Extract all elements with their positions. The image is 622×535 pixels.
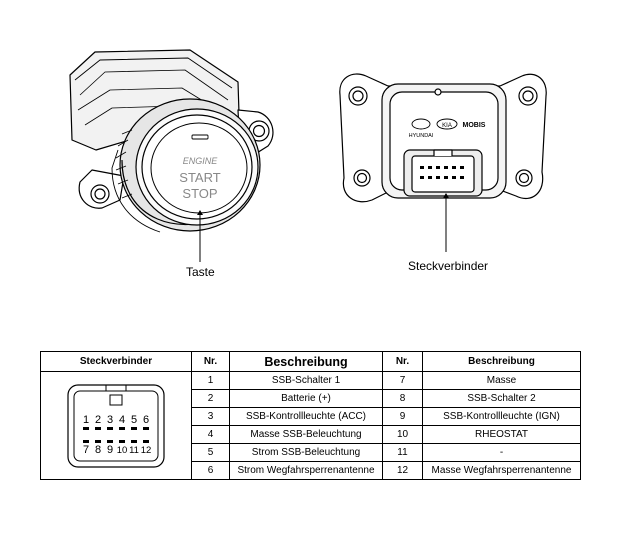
pin-label: 9: [107, 444, 113, 456]
callout-taste: Taste: [186, 265, 215, 279]
pin-description: Strom SSB-Beleuchtung: [229, 443, 383, 462]
pin-marker: [95, 426, 101, 430]
pin-label: 8: [95, 444, 101, 456]
pin-number: 2: [191, 389, 230, 408]
header-desc-right: Beschreibung: [422, 351, 581, 372]
pin-number: 5: [191, 443, 230, 462]
pin-number: 1: [191, 371, 230, 390]
pin-label: 4: [119, 414, 125, 426]
pin-number: 12: [382, 461, 423, 480]
connector-side-drawing: [339, 73, 547, 203]
pin-marker: [83, 439, 89, 443]
pin-description: SSB-Schalter 2: [422, 389, 581, 408]
pin-number: 4: [191, 425, 230, 444]
pin-label: 3: [107, 414, 113, 426]
pin-marker: [143, 439, 149, 443]
pin-number: 8: [382, 389, 423, 408]
pin-description: Strom Wegfahrsperrenantenne: [229, 461, 383, 480]
table-row: 2 Batterie (+) 8 SSB-Schalter 2: [41, 389, 581, 408]
pin-number: 9: [382, 407, 423, 426]
header-desc-left: Beschreibung: [229, 351, 383, 372]
pin-label: 6: [143, 414, 149, 426]
pin-label: 2: [95, 414, 101, 426]
pin-marker: [131, 439, 137, 443]
component-illustration: ENGINE START STOP KIA MOBIS H: [69, 49, 547, 262]
callout-steckverbinder: Steckverbinder: [408, 259, 489, 273]
header-nr-left: Nr.: [191, 351, 230, 372]
pin-description: Masse: [422, 371, 581, 390]
pin-marker: [131, 426, 137, 430]
pin-number: 7: [382, 371, 423, 390]
pin-label: 5: [131, 414, 137, 426]
header-connector: Steckverbinder: [40, 351, 192, 372]
table-row: 3 SSB-Kontrollleuchte (ACC) 9 SSB-Kontro…: [41, 407, 581, 426]
pin-label: 12: [141, 445, 152, 456]
pin-description: SSB-Schalter 1: [229, 371, 383, 390]
pin-number: 6: [191, 461, 230, 480]
pin-label: 7: [83, 444, 89, 456]
switch-text-engine: ENGINE: [183, 156, 219, 166]
pin-marker: [119, 439, 125, 443]
pin-assignment-table: Steckverbinder Nr. Beschreibung Nr. Besc…: [40, 351, 581, 480]
pin-description: Masse Wegfahrsperrenantenne: [422, 461, 581, 480]
pin-description: SSB-Kontrollleuchte (ACC): [229, 407, 383, 426]
pin-description: SSB-Kontrollleuchte (IGN): [422, 407, 581, 426]
pin-marker: [143, 426, 149, 430]
pin-marker: [119, 426, 125, 430]
pin-marker: [107, 426, 113, 430]
pin-label: 10: [117, 445, 128, 456]
table-row: 6 Strom Wegfahrsperrenantenne 12 Masse W…: [41, 461, 581, 480]
pin-label: 11: [129, 445, 139, 456]
pin-number: 10: [382, 425, 423, 444]
pin-marker: [83, 426, 89, 430]
pin-marker: [95, 439, 101, 443]
table-row: 4 Masse SSB-Beleuchtung 10 RHEOSTAT: [41, 425, 581, 444]
pin-number: 11: [382, 443, 423, 462]
table-header-row: Steckverbinder Nr. Beschreibung Nr. Besc…: [40, 351, 581, 372]
switch-text-stop: STOP: [182, 186, 217, 201]
logo-hyundai: HYUNDAI: [409, 133, 434, 139]
start-stop-button-drawing: [69, 49, 274, 233]
logo-kia: KIA: [442, 123, 452, 129]
pin-marker: [107, 439, 113, 443]
pin-label: 1: [83, 414, 89, 426]
pin-description: Masse SSB-Beleuchtung: [229, 425, 383, 444]
switch-text-start: START: [179, 170, 220, 185]
pin-description: RHEOSTAT: [422, 425, 581, 444]
pin-description: -: [422, 443, 581, 462]
header-nr-right: Nr.: [382, 351, 423, 372]
pin-description: Batterie (+): [229, 389, 383, 408]
pin-number: 3: [191, 407, 230, 426]
logo-mobis: MOBIS: [463, 122, 486, 129]
